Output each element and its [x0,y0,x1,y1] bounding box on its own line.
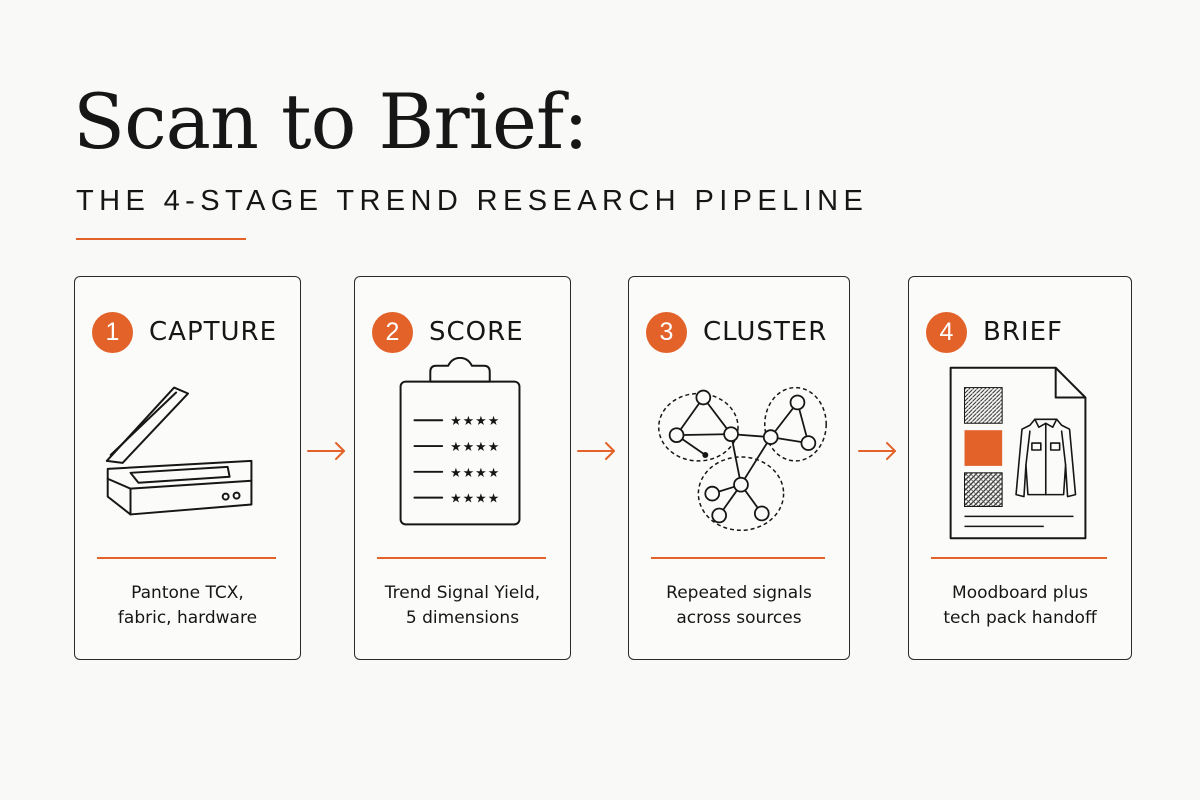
arrow-right-icon [858,442,896,460]
arrow-right-icon [307,442,345,460]
stage-description: Moodboard plus tech pack handoff [909,581,1131,631]
stage-divider [651,557,825,559]
star-rating: ★★★★ [450,440,500,455]
stage-title: CLUSTER [703,317,828,347]
arrow-right-icon [577,442,615,460]
stage-title: CAPTURE [149,317,278,347]
stage-description: Repeated signals across sources [629,581,849,631]
stage-header: 1 CAPTURE [92,310,277,354]
star-rating: ★★★★ [450,466,500,481]
page-subtitle: THE 4-STAGE TREND RESEARCH PIPELINE [76,185,869,217]
stage-header: 2 SCORE [372,310,524,354]
stage-number-badge: 3 [646,311,687,353]
star-rating: ★★★★ [450,492,500,507]
stage-description-line: fabric, hardware [117,608,258,628]
stage-number-badge: 2 [372,311,413,353]
star-rating: ★★★★ [450,414,500,429]
stage-title: SCORE [429,317,524,347]
stage-card-brief: 4 BRIEF [908,276,1132,660]
stage-description-line: Repeated signals [666,583,812,603]
page-title: Scan to Brief: [73,77,589,166]
stage-divider [931,557,1107,559]
stage-description-line: tech pack handoff [943,608,1097,628]
stage-description: Pantone TCX, fabric, hardware [75,581,300,631]
flatbed-scanner-icon [105,386,253,516]
stage-divider [97,557,276,559]
stage-card-cluster: 3 CLUSTER [628,276,850,660]
stage-description-line: across sources [676,608,802,628]
stage-description: Trend Signal Yield, 5 dimensions [355,581,570,631]
stage-header: 4 BRIEF [926,310,1063,354]
brief-document-icon [949,366,1087,540]
cluster-network-icon [657,386,827,532]
stage-description-line: Pantone TCX, [131,583,244,603]
stage-title: BRIEF [983,317,1063,347]
title-underline [76,238,246,240]
stage-description-line: Trend Signal Yield, [384,583,541,603]
stage-number-badge: 1 [92,311,133,353]
stage-description-line: Moodboard plus [952,583,1088,603]
stage-card-capture: 1 CAPTURE Pantone TCX, fabric, hardware [74,276,301,660]
stage-number-badge: 4 [926,311,967,353]
stage-description-line: 5 dimensions [405,608,520,628]
stage-card-score: 2 SCORE ★★★★ ★★★★ ★★★★ ★★★★ Trend Signal… [354,276,571,660]
clipboard-star-ratings-icon: ★★★★ ★★★★ ★★★★ ★★★★ [399,357,521,526]
stage-divider [377,557,546,559]
stage-header: 3 CLUSTER [646,310,827,354]
